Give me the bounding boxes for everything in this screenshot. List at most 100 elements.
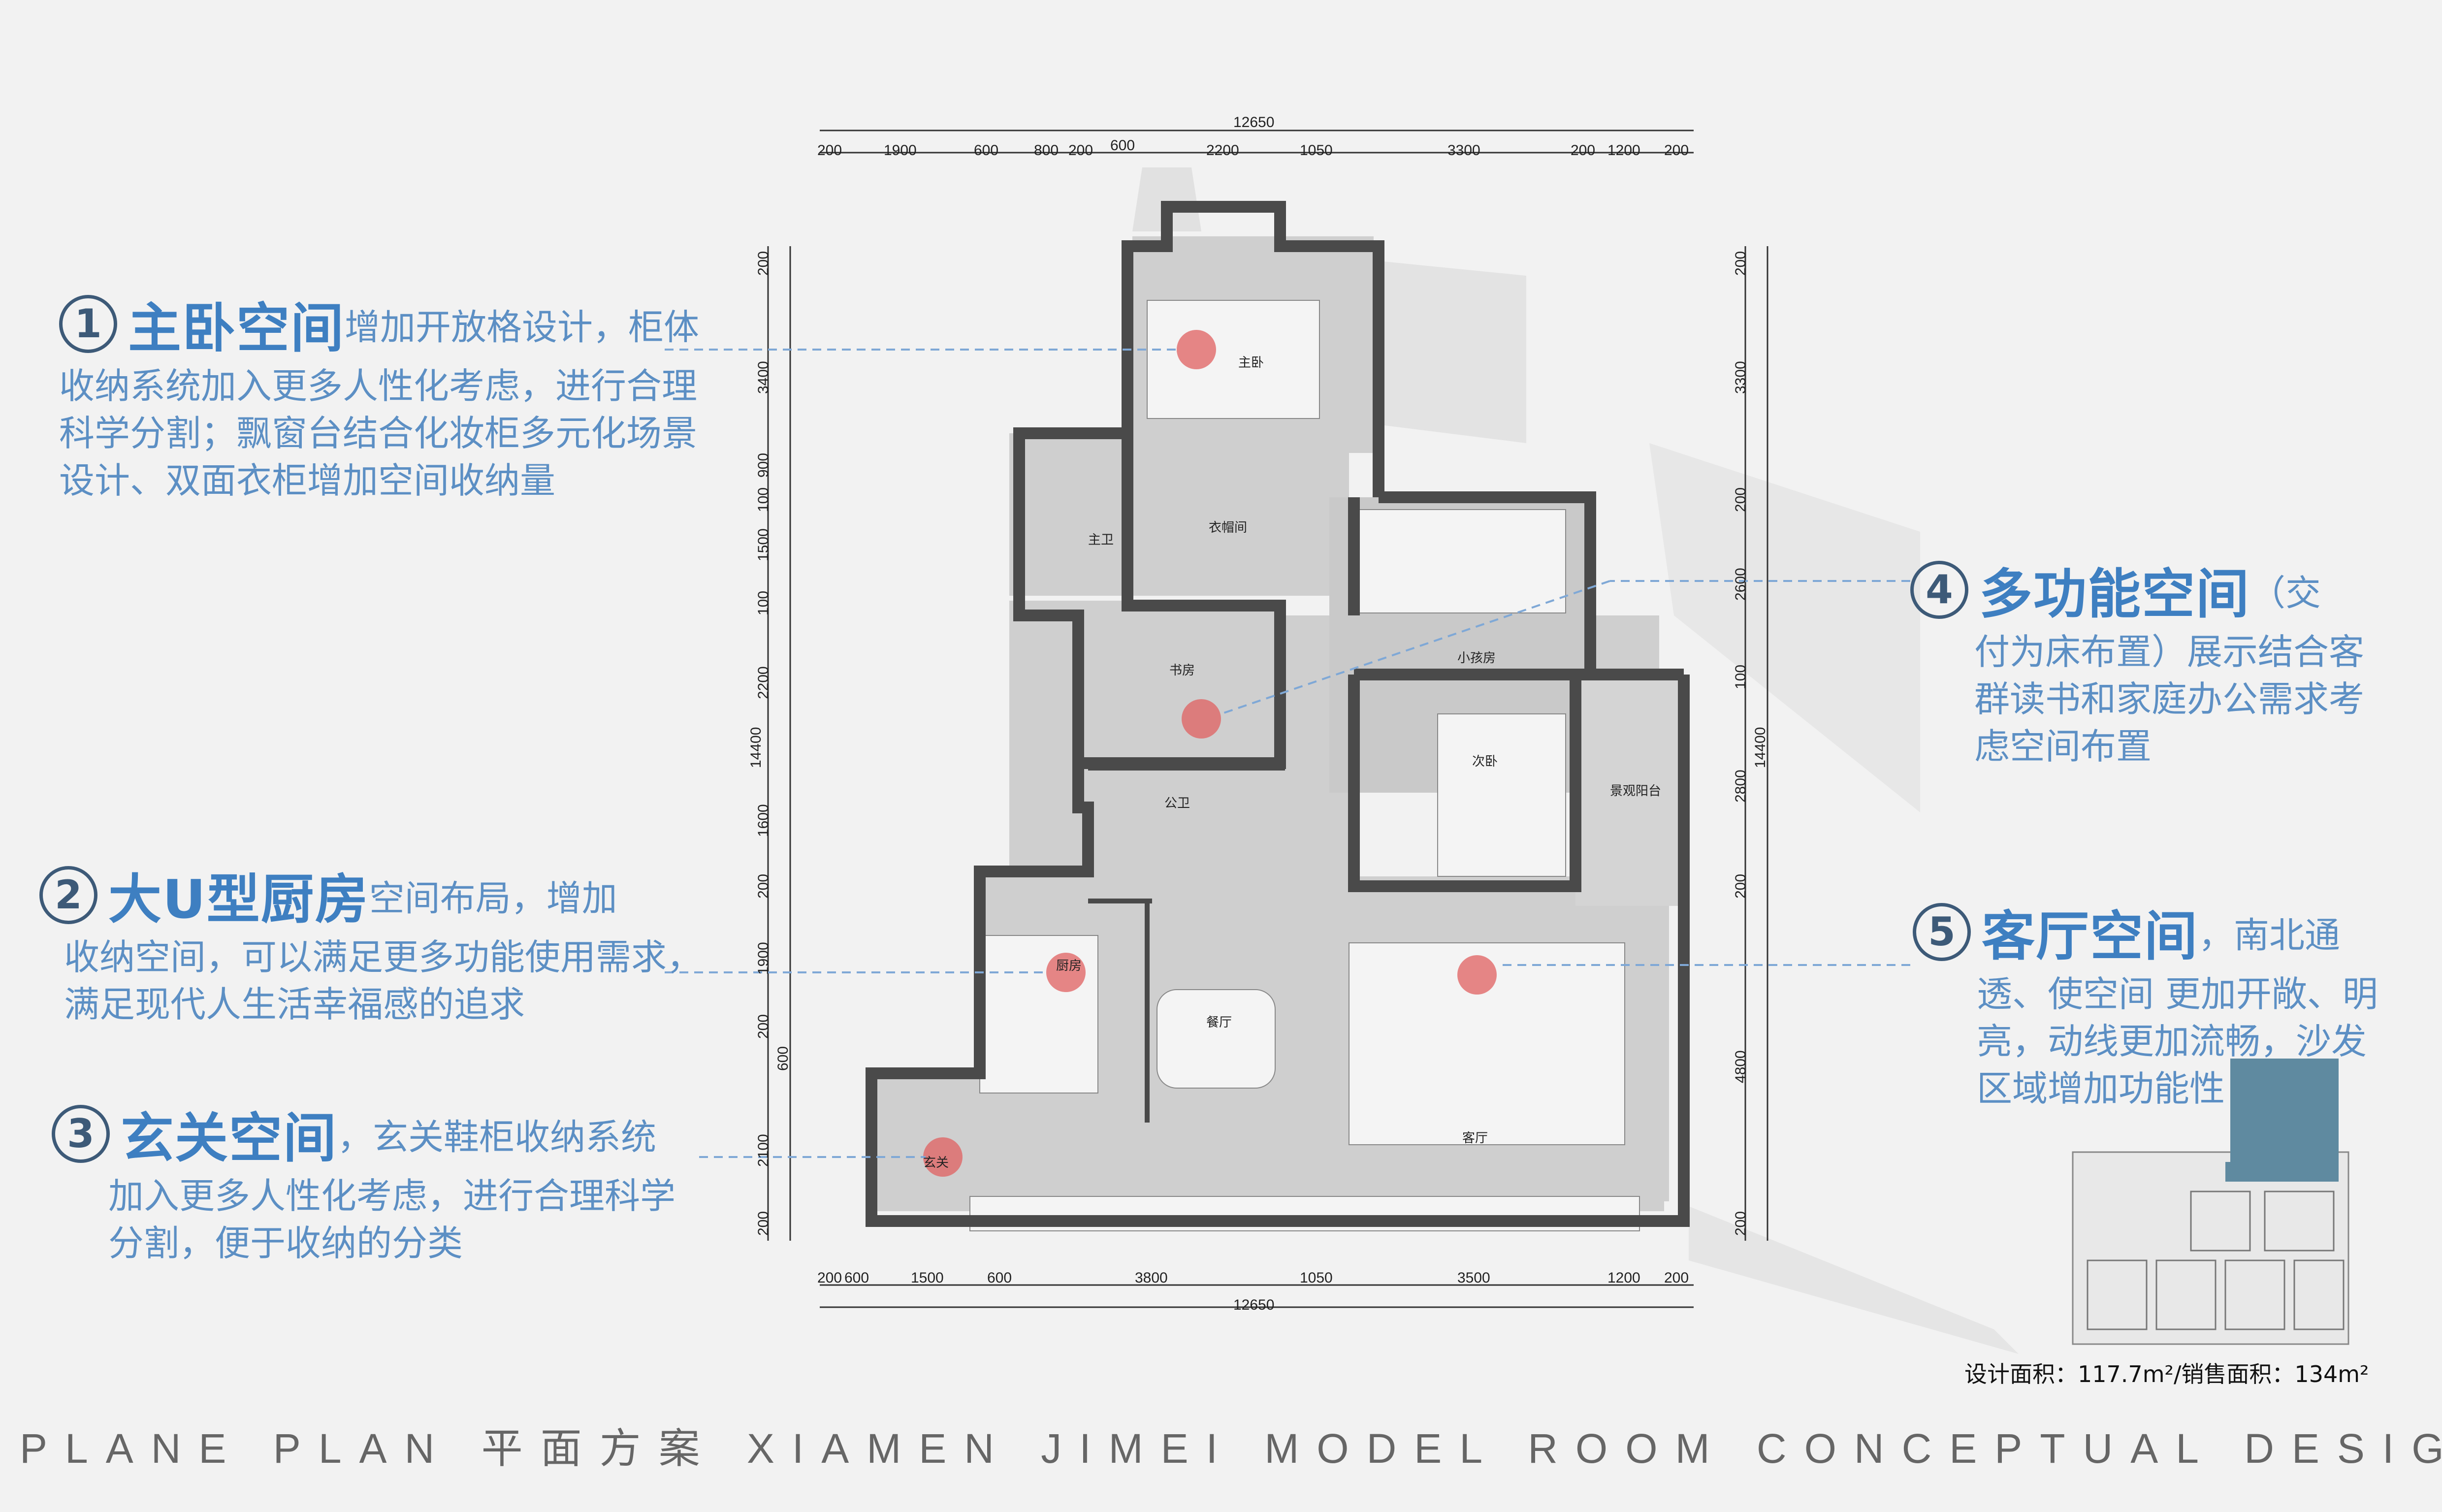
callout-body-line: 区域增加功能性	[1977, 1068, 2225, 1109]
svg-text:2800: 2800	[1733, 770, 1749, 803]
svg-text:3800: 3800	[1135, 1270, 1168, 1286]
dim-right-column: 200 3300 200 2600 100 2800 200 4800 200 …	[1733, 251, 1768, 1236]
room-balcony: 景观阳台	[1610, 784, 1661, 799]
svg-text:3400: 3400	[755, 361, 771, 394]
site-plan-thumbnail	[2072, 1059, 2349, 1345]
svg-text:1200: 1200	[1607, 142, 1640, 159]
callout-body-line: 加入更多人性化考虑，进行合理科学	[108, 1175, 676, 1217]
svg-text:4800: 4800	[1733, 1050, 1749, 1083]
callout-body-line: 亮，动线更加流畅，沙发	[1977, 1021, 2367, 1062]
callout-body-line: 满足现代人生活幸福感的追求	[64, 984, 525, 1025]
dim-total-width-bottom: 12650	[1233, 1297, 1274, 1313]
dim-top-row: 200 1900 600 800 200 600 2200 1050 3300 …	[817, 137, 1689, 159]
svg-text:200: 200	[755, 251, 771, 276]
svg-text:1050: 1050	[1300, 1270, 1333, 1286]
svg-text:2100: 2100	[755, 1134, 771, 1167]
svg-text:1200: 1200	[1607, 1270, 1640, 1286]
svg-text:14400: 14400	[1752, 727, 1768, 768]
svg-text:200: 200	[755, 1014, 771, 1039]
svg-text:100: 100	[1733, 665, 1749, 689]
callout-number: 1	[59, 295, 117, 353]
room-living: 客厅	[1462, 1131, 1488, 1146]
svg-text:900: 900	[755, 453, 771, 478]
svg-text:600: 600	[974, 142, 998, 159]
svg-text:200: 200	[1733, 251, 1749, 276]
dim-left-column: 200 3400 900 100 1500 100 2200 1600 200 …	[748, 251, 791, 1236]
svg-text:800: 800	[1034, 142, 1059, 159]
svg-text:2600: 2600	[1733, 568, 1749, 601]
callout-body-line: 付为床布置）展示结合客	[1974, 631, 2365, 673]
svg-text:1900: 1900	[755, 942, 771, 975]
callout-text: ，南北通	[2198, 914, 2341, 956]
svg-text:200: 200	[817, 1270, 842, 1286]
svg-text:3300: 3300	[1733, 361, 1749, 394]
svg-text:2200: 2200	[755, 666, 771, 699]
dim-bottom-row: 200 600 1500 600 3800 1050 3500 1200 200	[817, 1270, 1689, 1286]
callout-text: 空间布局，增加	[369, 877, 617, 919]
svg-text:1600: 1600	[755, 804, 771, 837]
svg-text:100: 100	[755, 591, 771, 615]
dim-total-width-top: 12650	[1233, 114, 1274, 130]
callout-title: 大U型厨房	[108, 869, 369, 931]
room-second-bedroom: 次卧	[1472, 754, 1498, 769]
svg-text:200: 200	[755, 1211, 771, 1236]
svg-text:200: 200	[755, 874, 771, 899]
room-kitchen: 厨房	[1056, 959, 1082, 973]
svg-text:100: 100	[755, 487, 771, 512]
callout-body-line: 科学分割；飘窗台结合化妆柜多元化场景	[59, 413, 698, 454]
callout-title: 客厅空间	[1982, 906, 2199, 967]
svg-text:1500: 1500	[755, 528, 771, 561]
svg-text:200: 200	[1664, 142, 1689, 159]
svg-text:600: 600	[775, 1046, 791, 1071]
callout-text: 增加开放格设计，柜体	[345, 306, 700, 348]
callout-body-line: 透、使空间 更加开敞、明	[1977, 973, 2378, 1015]
callout-body-line: 虑空间布置	[1974, 726, 2152, 767]
footer-title: PLANE PLAN 平面方案 XIAMEN JIMEI MODEL ROOM …	[20, 1425, 2442, 1472]
room-cloakroom: 衣帽间	[1209, 520, 1247, 535]
callout-body-line: 收纳系统加入更多人性化考虑，进行合理	[59, 365, 698, 407]
svg-text:1900: 1900	[884, 142, 917, 159]
svg-text:200: 200	[1733, 487, 1749, 512]
callout-body-line: 设计、双面衣柜增加空间收纳量	[59, 460, 556, 501]
callout-body-line: 收纳空间，可以满足更多功能使用需求，	[64, 936, 703, 978]
callout-number: 5	[1913, 903, 1971, 961]
callout-text: （交	[2250, 572, 2321, 614]
callout-number: 3	[52, 1105, 110, 1163]
room-study: 书房	[1169, 663, 1195, 678]
area-info: 设计面积：117.7m²/销售面积：134m²	[1964, 1361, 2369, 1387]
room-dining: 餐厅	[1206, 1015, 1232, 1030]
svg-text:200: 200	[1733, 1211, 1749, 1236]
svg-text:200: 200	[817, 142, 842, 159]
svg-text:600: 600	[987, 1270, 1012, 1286]
svg-text:600: 600	[844, 1270, 869, 1286]
svg-text:3500: 3500	[1457, 1270, 1490, 1286]
svg-text:3300: 3300	[1447, 142, 1480, 159]
room-entrance: 玄关	[923, 1156, 949, 1170]
svg-text:200: 200	[1664, 1270, 1689, 1286]
svg-text:200: 200	[1068, 142, 1093, 159]
room-master-bath: 主卫	[1088, 533, 1114, 547]
callout-body-line: 分割，便于收纳的分类	[108, 1222, 463, 1264]
room-public-bath: 公卫	[1164, 796, 1190, 811]
callout-title: 多功能空间	[1979, 564, 2250, 625]
room-master-bedroom: 主卧	[1238, 355, 1264, 370]
room-kids: 小孩房	[1457, 651, 1496, 666]
svg-text:600: 600	[1110, 137, 1135, 154]
callout-text: ，玄关鞋柜收纳系统	[337, 1116, 657, 1158]
svg-text:2200: 2200	[1206, 142, 1239, 159]
callout-title: 玄关空间	[121, 1108, 338, 1169]
svg-text:1050: 1050	[1300, 142, 1333, 159]
callout-number: 4	[1910, 561, 1968, 619]
svg-text:200: 200	[1571, 142, 1595, 159]
callout-title: 主卧空间	[128, 298, 345, 359]
svg-text:1500: 1500	[911, 1270, 944, 1286]
callout-number: 2	[39, 866, 97, 924]
